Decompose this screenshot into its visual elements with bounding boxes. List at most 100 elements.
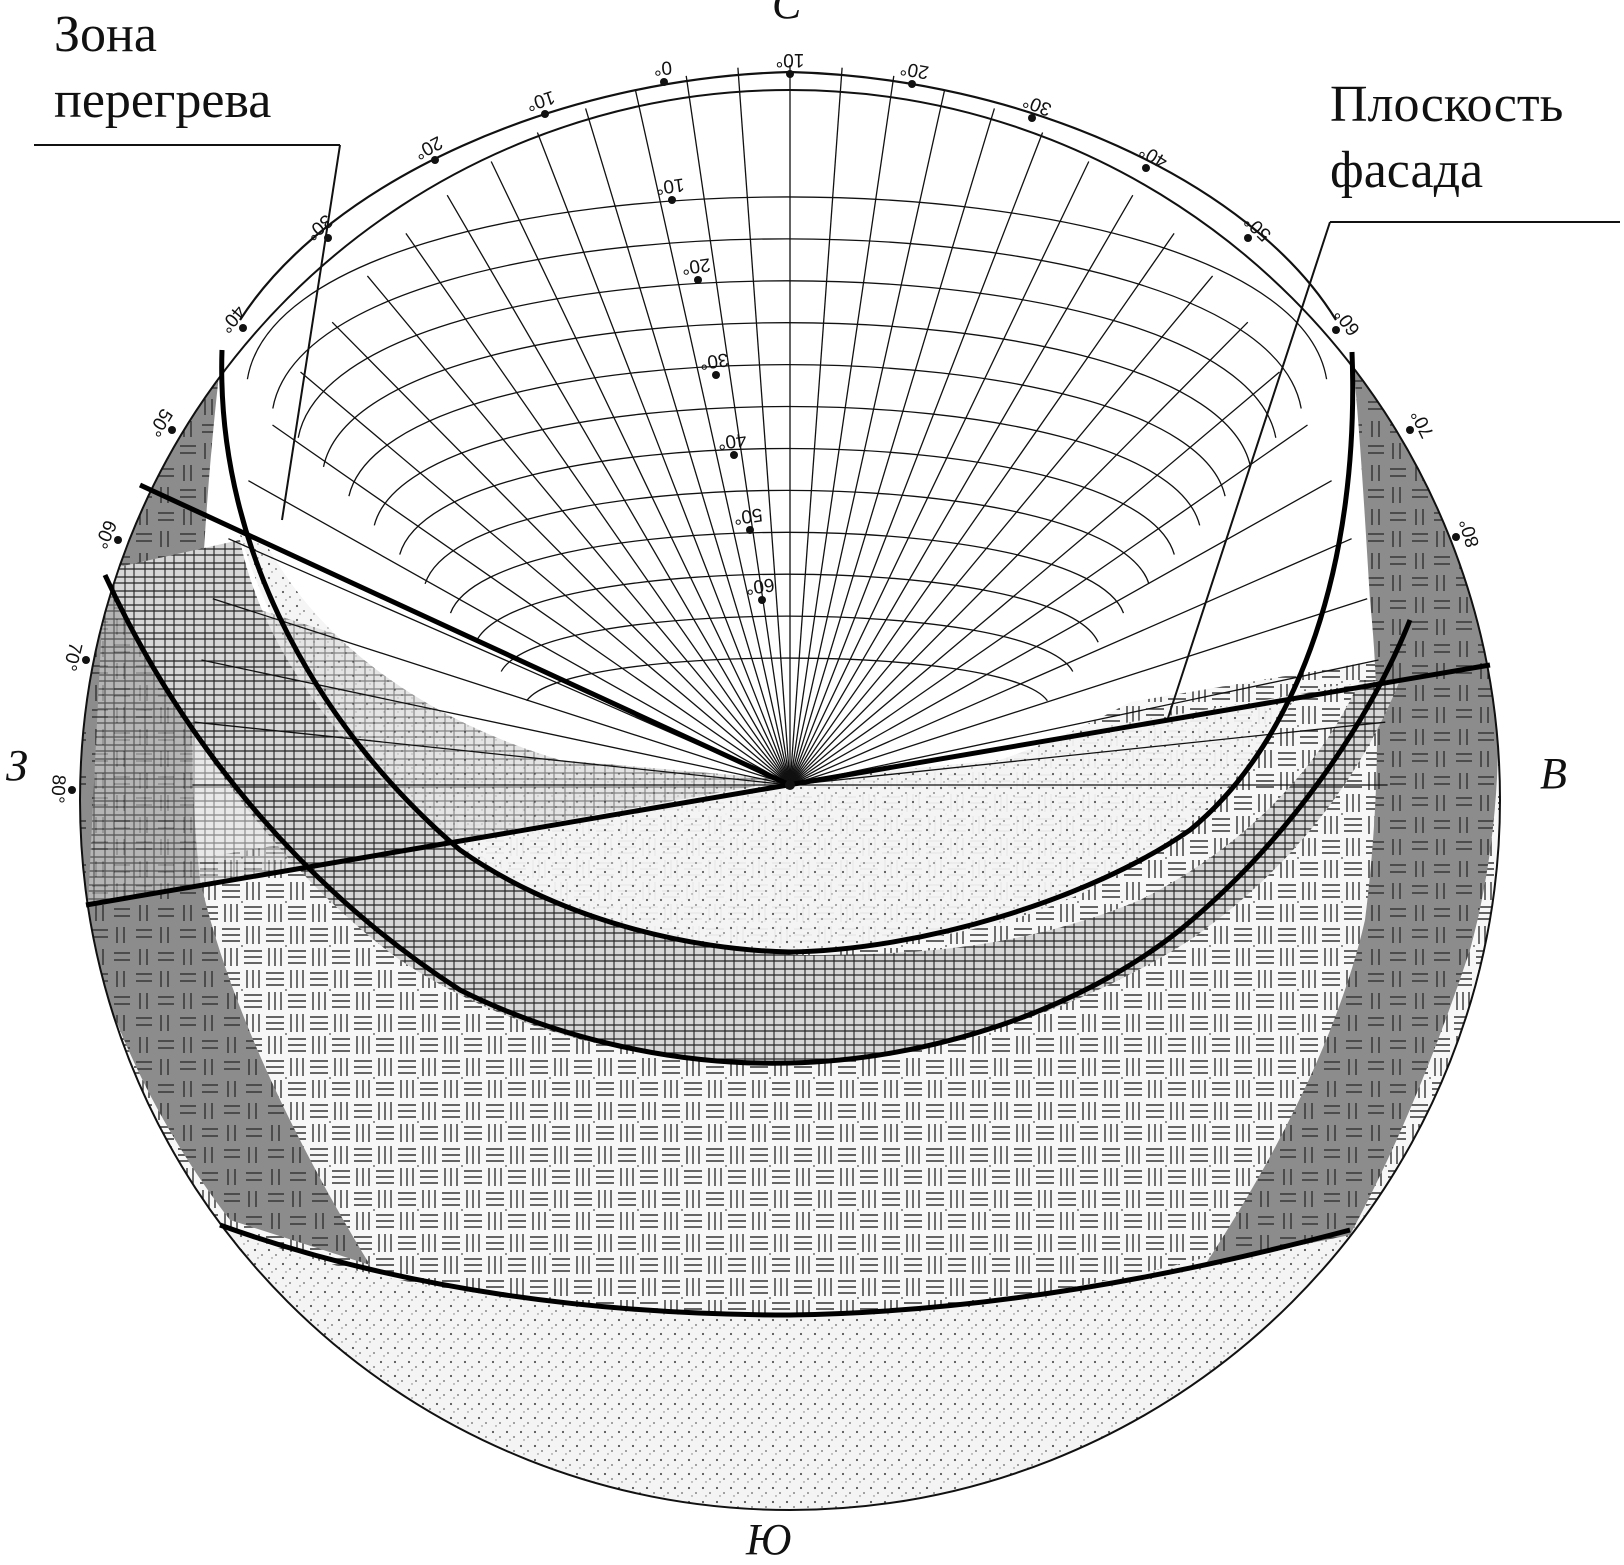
azimuth-ray xyxy=(366,275,791,786)
azimuth-ray xyxy=(789,194,1134,786)
facade-curve-lower xyxy=(102,573,1413,1066)
tick-label: 50° xyxy=(732,503,763,528)
azimuth-ray xyxy=(737,67,791,786)
north-label: С xyxy=(772,0,802,28)
azimuth-ray xyxy=(300,371,791,786)
tick-dot xyxy=(730,451,738,459)
tick-label: 70° xyxy=(1407,406,1438,441)
azimuth-ray xyxy=(789,75,895,786)
altitude-arc xyxy=(348,364,1226,497)
tick-dot xyxy=(114,536,122,544)
azimuth-ray xyxy=(789,321,1249,786)
tick-label: 60° xyxy=(89,517,120,552)
altitude-arc xyxy=(373,405,1201,526)
overheat-zone xyxy=(240,535,1385,950)
azimuth-ray xyxy=(789,275,1214,786)
overheat-leader xyxy=(281,144,341,521)
tick-label: 80° xyxy=(1456,516,1484,549)
facade-label-line-1: Плоскость xyxy=(1330,76,1564,133)
tick-dot xyxy=(712,371,720,379)
bottom-boundary-curve xyxy=(219,1222,1351,1318)
azimuth-ray xyxy=(789,233,1175,786)
altitude-arc xyxy=(475,573,1099,643)
tick-label: 0° xyxy=(653,56,673,79)
tick-dot xyxy=(786,70,794,78)
azimuth-ray xyxy=(194,721,791,786)
tick-dot xyxy=(82,656,90,664)
azimuth-ray xyxy=(536,132,791,786)
azimuth-ray xyxy=(789,721,1386,786)
altitude-arc xyxy=(399,447,1175,555)
azimuth-ray xyxy=(789,371,1280,786)
azimuth-ray xyxy=(789,67,843,786)
altitude-arc xyxy=(424,489,1150,585)
tick-label: 20° xyxy=(899,57,931,83)
altitude-arc xyxy=(272,238,1302,409)
altitude-tick-labels: 10°20°30°40°50°60° xyxy=(654,173,776,604)
tick-label: 10° xyxy=(776,49,805,70)
azimuth-ray xyxy=(789,480,1332,786)
azimuth-ray xyxy=(789,538,1352,786)
tick-dot xyxy=(660,78,668,86)
overheat-boundary-line xyxy=(138,482,792,788)
altitude-arc xyxy=(322,322,1252,468)
tick-dot xyxy=(1142,164,1150,172)
tick-dot xyxy=(1028,114,1036,122)
center-marker xyxy=(785,780,795,790)
azimuth-ray xyxy=(789,108,996,786)
dense-hatch-band xyxy=(105,540,1400,1063)
tick-label: 80° xyxy=(46,774,69,804)
facade-leader xyxy=(1167,221,1331,719)
tick-dot xyxy=(1332,326,1340,334)
tick-dot xyxy=(431,156,439,164)
tick-dot xyxy=(239,324,247,332)
tick-label: 70° xyxy=(58,640,85,673)
azimuth-ray xyxy=(789,659,1379,786)
tick-dot xyxy=(694,276,702,284)
gray-zone-right xyxy=(1205,352,1499,1265)
east-label: В xyxy=(1540,749,1567,798)
tick-dot xyxy=(1244,234,1252,242)
overheat-zone-label: Зона перегрева xyxy=(54,2,271,134)
azimuth-ray xyxy=(789,161,1090,786)
azimuth-ray xyxy=(212,598,791,786)
altitude-arc xyxy=(449,531,1125,614)
tick-label: 10° xyxy=(654,173,685,198)
tick-dot xyxy=(668,196,676,204)
tick-label: 20° xyxy=(680,253,711,278)
tick-dot xyxy=(908,80,916,88)
altitude-arc xyxy=(500,615,1074,672)
altitude-arc xyxy=(297,280,1277,438)
tick-dot xyxy=(758,596,766,604)
overheat-label-line-1: Зона xyxy=(54,6,157,63)
facade-plane-label: Плоскость фасада xyxy=(1330,72,1563,204)
azimuth-ray xyxy=(685,75,791,786)
azimuth-ray xyxy=(584,108,791,786)
facade-label-line-2: фасада xyxy=(1330,142,1484,199)
sky-grid xyxy=(192,65,1388,786)
tick-dot xyxy=(746,526,754,534)
azimuth-ray xyxy=(446,194,791,786)
azimuth-ray xyxy=(248,480,791,786)
tick-dot xyxy=(1452,533,1460,541)
altitude-arcs xyxy=(246,196,1328,702)
azimuth-rays xyxy=(192,65,1388,786)
tick-label: 60° xyxy=(744,573,775,598)
west-label: З xyxy=(6,741,28,790)
tick-label: 40° xyxy=(716,428,747,453)
azimuth-ray xyxy=(789,598,1368,786)
horizon-circle xyxy=(79,89,1501,1511)
altitude-arc xyxy=(246,196,1328,380)
azimuth-ray xyxy=(634,89,791,786)
tick-label: 50° xyxy=(143,405,176,440)
azimuth-ray xyxy=(490,161,791,786)
tick-dot xyxy=(68,786,76,794)
tick-dot xyxy=(541,110,549,118)
overheat-label-line-2: перегрева xyxy=(54,72,272,129)
azimuth-ray xyxy=(789,89,946,786)
azimuth-ray xyxy=(789,132,1044,786)
tick-dot xyxy=(324,234,332,242)
azimuth-ray xyxy=(201,659,791,786)
tick-dot xyxy=(1406,426,1414,434)
